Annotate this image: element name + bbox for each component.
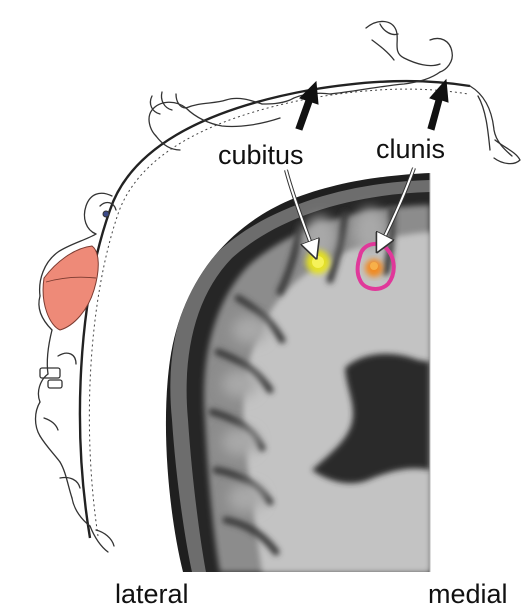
lateral-label: lateral xyxy=(115,579,189,609)
clunis-arrow xyxy=(428,80,448,130)
cubitus-arrow xyxy=(296,82,318,130)
brain-mri-slice xyxy=(150,160,450,580)
cubitus-activation xyxy=(306,250,330,274)
cubitus-label: cubitus xyxy=(218,140,304,170)
clunis-label: clunis xyxy=(376,134,445,164)
medial-label: medial xyxy=(428,579,508,609)
